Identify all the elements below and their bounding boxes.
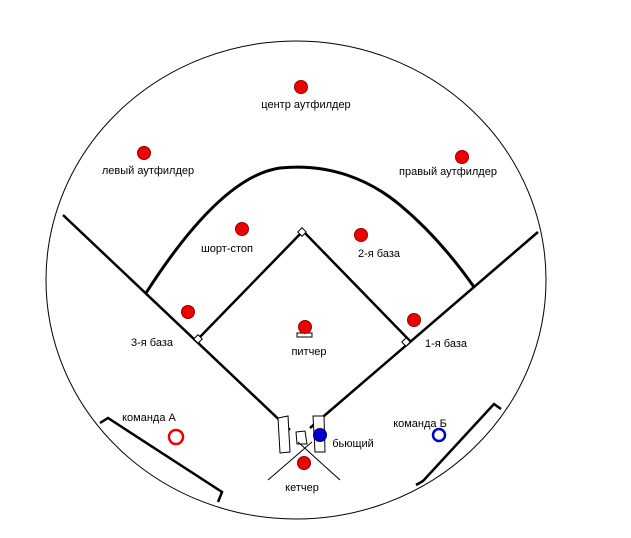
center-fielder-label: центр аутфилдер <box>261 99 350 111</box>
batter-label: бьющий <box>332 438 374 450</box>
first-base <box>401 337 411 347</box>
second-base <box>297 227 307 237</box>
first-baseman-marker <box>407 313 421 327</box>
catcher-line-b <box>297 441 341 481</box>
pitcher-marker <box>298 320 312 334</box>
batter-marker <box>313 428 327 442</box>
second-baseman-marker <box>354 228 368 242</box>
dugout-team-a <box>99 416 224 503</box>
right-fielder-marker <box>455 150 469 164</box>
team-a-marker <box>167 428 185 446</box>
first-base-label: 1-я база <box>425 338 468 350</box>
catcher-marker <box>297 456 311 470</box>
catcher-label: кетчер <box>285 482 319 494</box>
second-base-label: 2-я база <box>358 248 401 260</box>
pitcher-label: питчер <box>291 346 326 358</box>
third-baseman-marker <box>181 305 195 319</box>
home-plate <box>295 430 308 445</box>
right-fielder-label: правый аутфилдер <box>399 166 497 178</box>
third-base <box>193 334 203 344</box>
team-b-marker <box>431 427 447 443</box>
team-a-label: команда А <box>122 412 176 424</box>
third-base-label: 3-я база <box>131 337 174 349</box>
left-foul-line <box>62 214 291 431</box>
field-boundary <box>45 40 547 520</box>
shortstop-label: шорт-стоп <box>201 243 253 255</box>
dugout-team-b <box>415 402 502 487</box>
shortstop-marker <box>235 222 249 236</box>
outfield-arc <box>144 165 476 294</box>
team-b-label: команда Б <box>393 418 447 430</box>
right-foul-line <box>309 231 539 429</box>
left-batters-box <box>277 415 291 454</box>
left-fielder-marker <box>137 146 151 160</box>
center-fielder-marker <box>294 80 308 94</box>
left-fielder-label: левый аутфилдер <box>102 165 194 177</box>
